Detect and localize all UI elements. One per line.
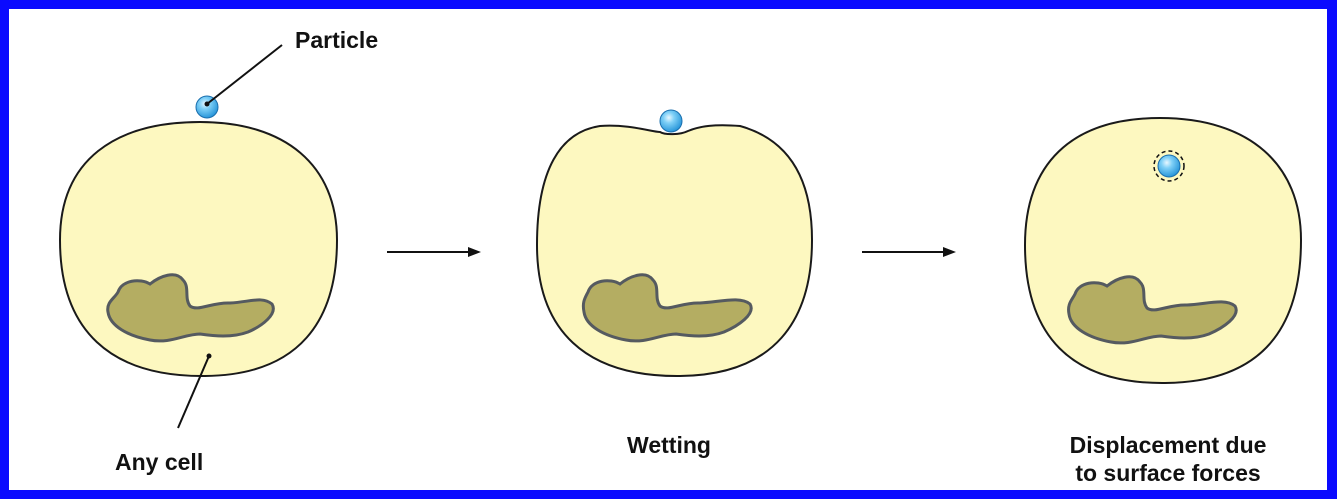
particle-pointer-dot xyxy=(205,102,210,107)
displacement-label-line-1: Displacement due xyxy=(1070,432,1267,458)
cell-pointer-dot xyxy=(207,354,212,359)
any-cell-label: Any cell xyxy=(115,449,203,475)
particle-3 xyxy=(1158,155,1180,177)
stage-3-cell-group xyxy=(1025,118,1301,383)
displacement-label-line-2: to surface forces xyxy=(1075,460,1260,486)
particle-label: Particle xyxy=(295,27,378,53)
particle-2 xyxy=(660,110,682,132)
stage-2-cell-group xyxy=(537,110,812,376)
particle-pointer-line xyxy=(207,45,282,104)
stage-1-cell-group xyxy=(60,45,337,428)
arrow-1 xyxy=(387,247,481,257)
cell-body-1 xyxy=(60,122,337,376)
arrow-2 xyxy=(862,247,956,257)
cell-body-2 xyxy=(537,125,812,376)
particle-1 xyxy=(196,96,218,118)
wetting-label: Wetting xyxy=(627,432,711,458)
